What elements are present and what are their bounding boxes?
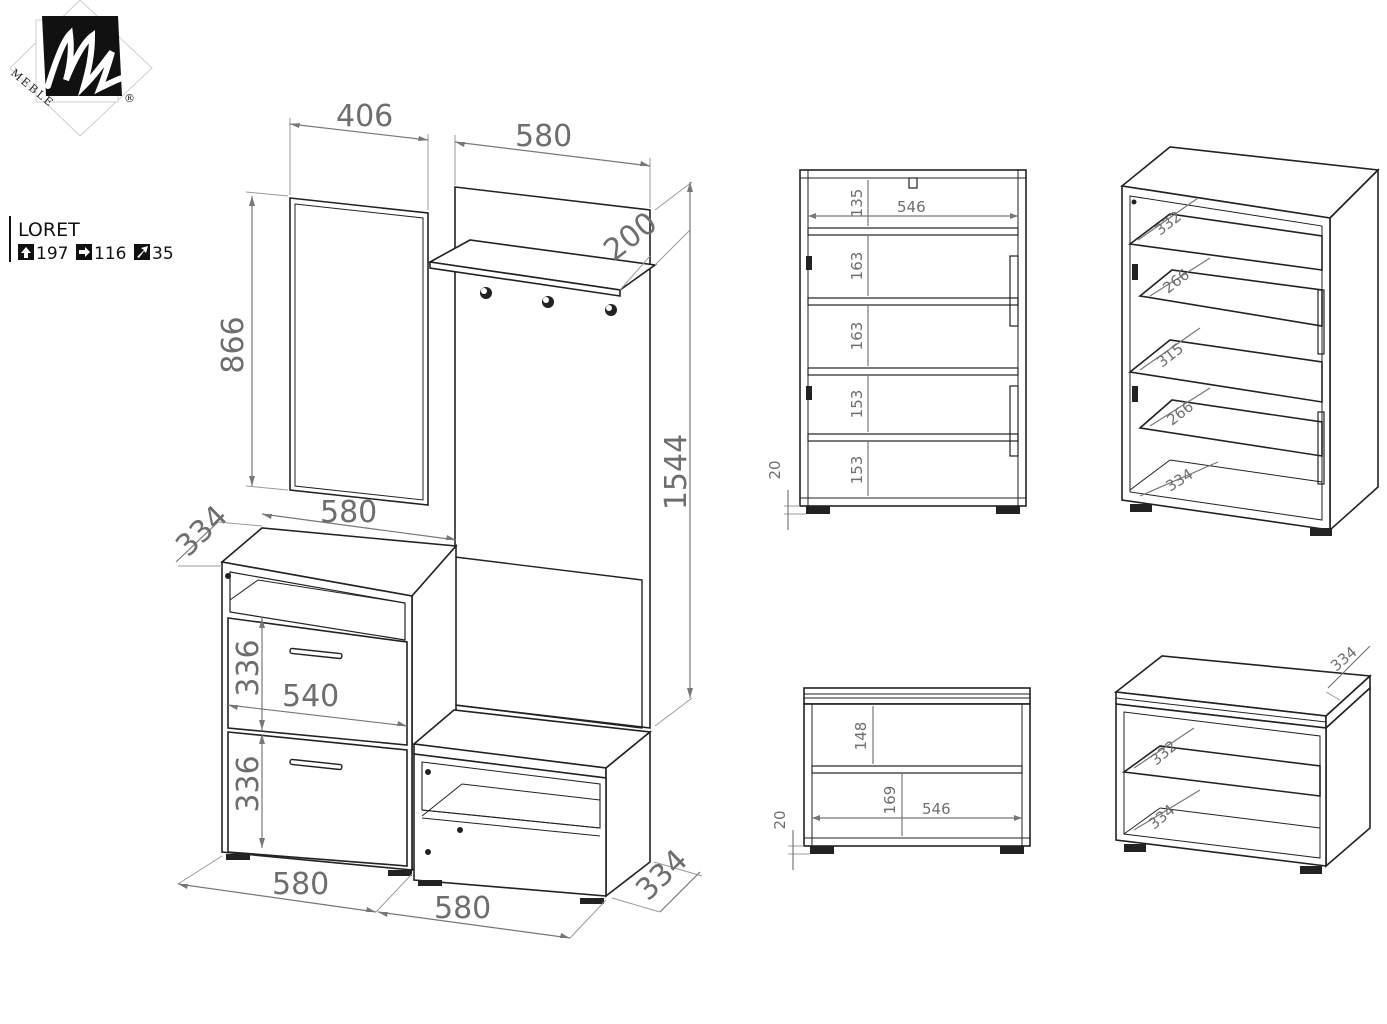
total-height-label: 1544 bbox=[659, 434, 694, 510]
sf-shelf-1-label: 163 bbox=[848, 252, 866, 281]
mirror-height-dimension: 866 bbox=[216, 191, 289, 491]
bf-top-label: 148 bbox=[852, 722, 870, 751]
mirror-width-dimension: 406 bbox=[289, 99, 429, 210]
cabinet-top-width-label: 580 bbox=[320, 495, 377, 530]
cabinet-top-width-dimension: 580 bbox=[261, 495, 457, 541]
sf-width-label: 546 bbox=[897, 198, 926, 216]
bench-front-view bbox=[803, 687, 1031, 854]
product-depth: 35 bbox=[152, 244, 174, 264]
shoe-cabinet-perspective bbox=[1120, 146, 1380, 536]
shoe-front-dimensions: 135 546 163 163 153 153 20 bbox=[766, 180, 1018, 530]
cabinet-bottom-width-label: 580 bbox=[272, 867, 329, 902]
bench-bottom-width-dimension: 580 bbox=[377, 891, 607, 939]
wall-panel bbox=[427, 186, 658, 729]
sf-shelf-3-label: 153 bbox=[848, 390, 866, 419]
bench bbox=[412, 709, 652, 904]
bp-depth-label: 334 bbox=[1327, 643, 1361, 675]
shoe-cabinet-front-view bbox=[799, 169, 1027, 514]
product-name: LORET bbox=[18, 219, 80, 241]
bench-bottom-width-label: 580 bbox=[434, 891, 491, 926]
bf-foot-label: 20 bbox=[771, 810, 789, 829]
panel-width-label: 580 bbox=[515, 119, 572, 154]
coat-hook bbox=[605, 304, 617, 316]
mirror-height-label: 866 bbox=[216, 316, 251, 373]
cabinet-depth-label: 334 bbox=[169, 499, 235, 564]
meble-logo: ® MEBLE bbox=[8, 0, 153, 137]
product-info: LORET 197 116 35 bbox=[9, 216, 174, 264]
mirror-width-label: 406 bbox=[336, 99, 393, 134]
bf-width-label: 546 bbox=[922, 800, 951, 818]
coat-hook bbox=[542, 296, 554, 308]
product-width: 116 bbox=[94, 244, 126, 264]
sf-shelf-4-label: 153 bbox=[848, 456, 866, 485]
coat-hook bbox=[480, 287, 492, 299]
product-height: 197 bbox=[36, 244, 68, 264]
drawer-height-2-label: 336 bbox=[231, 755, 266, 812]
sf-top-label: 135 bbox=[848, 189, 866, 218]
drawer-height-1-label: 336 bbox=[231, 639, 266, 696]
sf-shelf-2-label: 163 bbox=[848, 322, 866, 351]
drawer-height-1-dimension: 336 bbox=[231, 618, 266, 730]
bf-bottom-label: 169 bbox=[881, 786, 899, 815]
sf-foot-label: 20 bbox=[766, 460, 784, 479]
drawer-inner-width-label: 540 bbox=[282, 679, 339, 714]
mirror bbox=[289, 197, 429, 506]
svg-text:®: ® bbox=[124, 92, 137, 105]
cabinet-bottom-width-dimension: 580 bbox=[177, 855, 413, 913]
panel-width-dimension: 580 bbox=[454, 119, 651, 208]
total-height-dimension: 1544 bbox=[654, 181, 694, 727]
drawer-inner-width-dimension: 540 bbox=[227, 679, 408, 727]
bench-front-dimensions: 148 169 546 20 bbox=[771, 706, 1022, 870]
drawer-height-2-dimension: 336 bbox=[231, 734, 266, 848]
